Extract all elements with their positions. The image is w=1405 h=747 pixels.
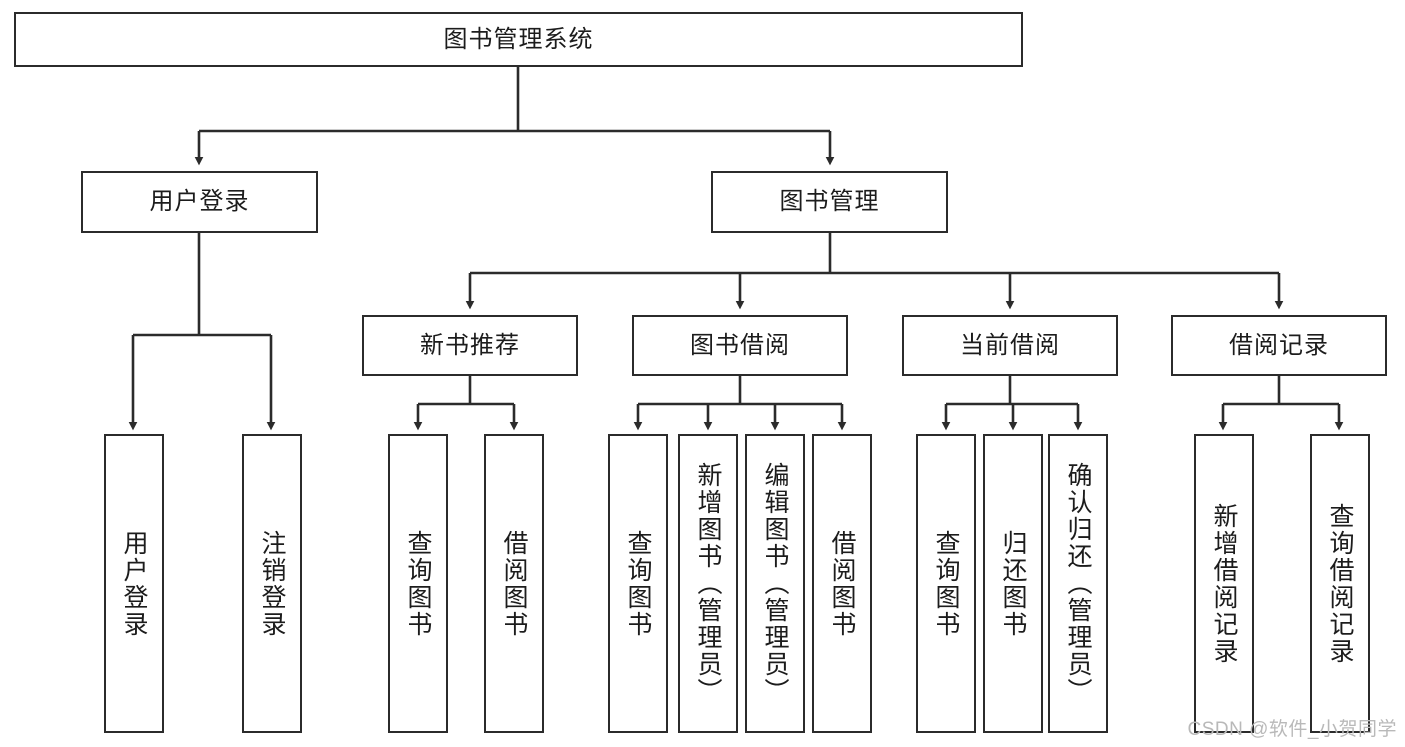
node-label: 图书借阅	[690, 331, 790, 359]
node-current-borrow[interactable]: 当前借阅	[902, 315, 1118, 376]
node-label: 借阅图书	[500, 529, 528, 638]
node-label: 新增图书（管理员）	[694, 462, 722, 705]
node-label: 图书管理	[779, 188, 880, 215]
leaf-user-login[interactable]: 用户登录	[104, 434, 164, 733]
node-label: 用户登录	[149, 188, 250, 215]
leaf-borrow-borrow-book[interactable]: 借阅图书	[812, 434, 872, 733]
node-label: 新书推荐	[420, 331, 520, 359]
leaf-borrow-edit-book-admin[interactable]: 编辑图书（管理员）	[745, 434, 805, 733]
node-label: 编辑图书（管理员）	[761, 462, 789, 705]
leaf-record-query-record[interactable]: 查询借阅记录	[1310, 434, 1370, 733]
leaf-current-query-book[interactable]: 查询图书	[916, 434, 976, 733]
leaf-record-add-record[interactable]: 新增借阅记录	[1194, 434, 1254, 733]
node-label: 查询借阅记录	[1326, 502, 1354, 665]
node-label: 用户登录	[120, 529, 148, 638]
leaf-borrow-add-book-admin[interactable]: 新增图书（管理员）	[678, 434, 738, 733]
node-label: 当前借阅	[960, 331, 1060, 359]
node-label: 注销登录	[258, 529, 286, 638]
leaf-newbook-borrow-book[interactable]: 借阅图书	[484, 434, 544, 733]
node-label: 查询图书	[624, 529, 652, 638]
leaf-logout[interactable]: 注销登录	[242, 434, 302, 733]
node-user-login[interactable]: 用户登录	[81, 171, 318, 233]
node-label: 借阅记录	[1229, 331, 1329, 359]
node-label: 查询图书	[932, 529, 960, 638]
node-label: 归还图书	[999, 529, 1027, 638]
node-borrow-record[interactable]: 借阅记录	[1171, 315, 1387, 376]
node-book-borrow[interactable]: 图书借阅	[632, 315, 848, 376]
node-root-system[interactable]: 图书管理系统	[14, 12, 1023, 67]
node-label: 查询图书	[404, 529, 432, 638]
node-book-management[interactable]: 图书管理	[711, 171, 948, 233]
node-new-book-recommend[interactable]: 新书推荐	[362, 315, 578, 376]
node-label: 图书管理系统	[443, 25, 594, 53]
leaf-newbook-query-book[interactable]: 查询图书	[388, 434, 448, 733]
csdn-watermark: CSDN @软件_小贺同学	[1187, 719, 1397, 740]
leaf-borrow-query-book[interactable]: 查询图书	[608, 434, 668, 733]
node-label: 确认归还（管理员）	[1064, 462, 1092, 705]
node-label: 借阅图书	[828, 529, 856, 638]
leaf-current-return-book[interactable]: 归还图书	[983, 434, 1043, 733]
leaf-current-confirm-return-admin[interactable]: 确认归还（管理员）	[1048, 434, 1108, 733]
node-label: 新增借阅记录	[1210, 502, 1238, 665]
